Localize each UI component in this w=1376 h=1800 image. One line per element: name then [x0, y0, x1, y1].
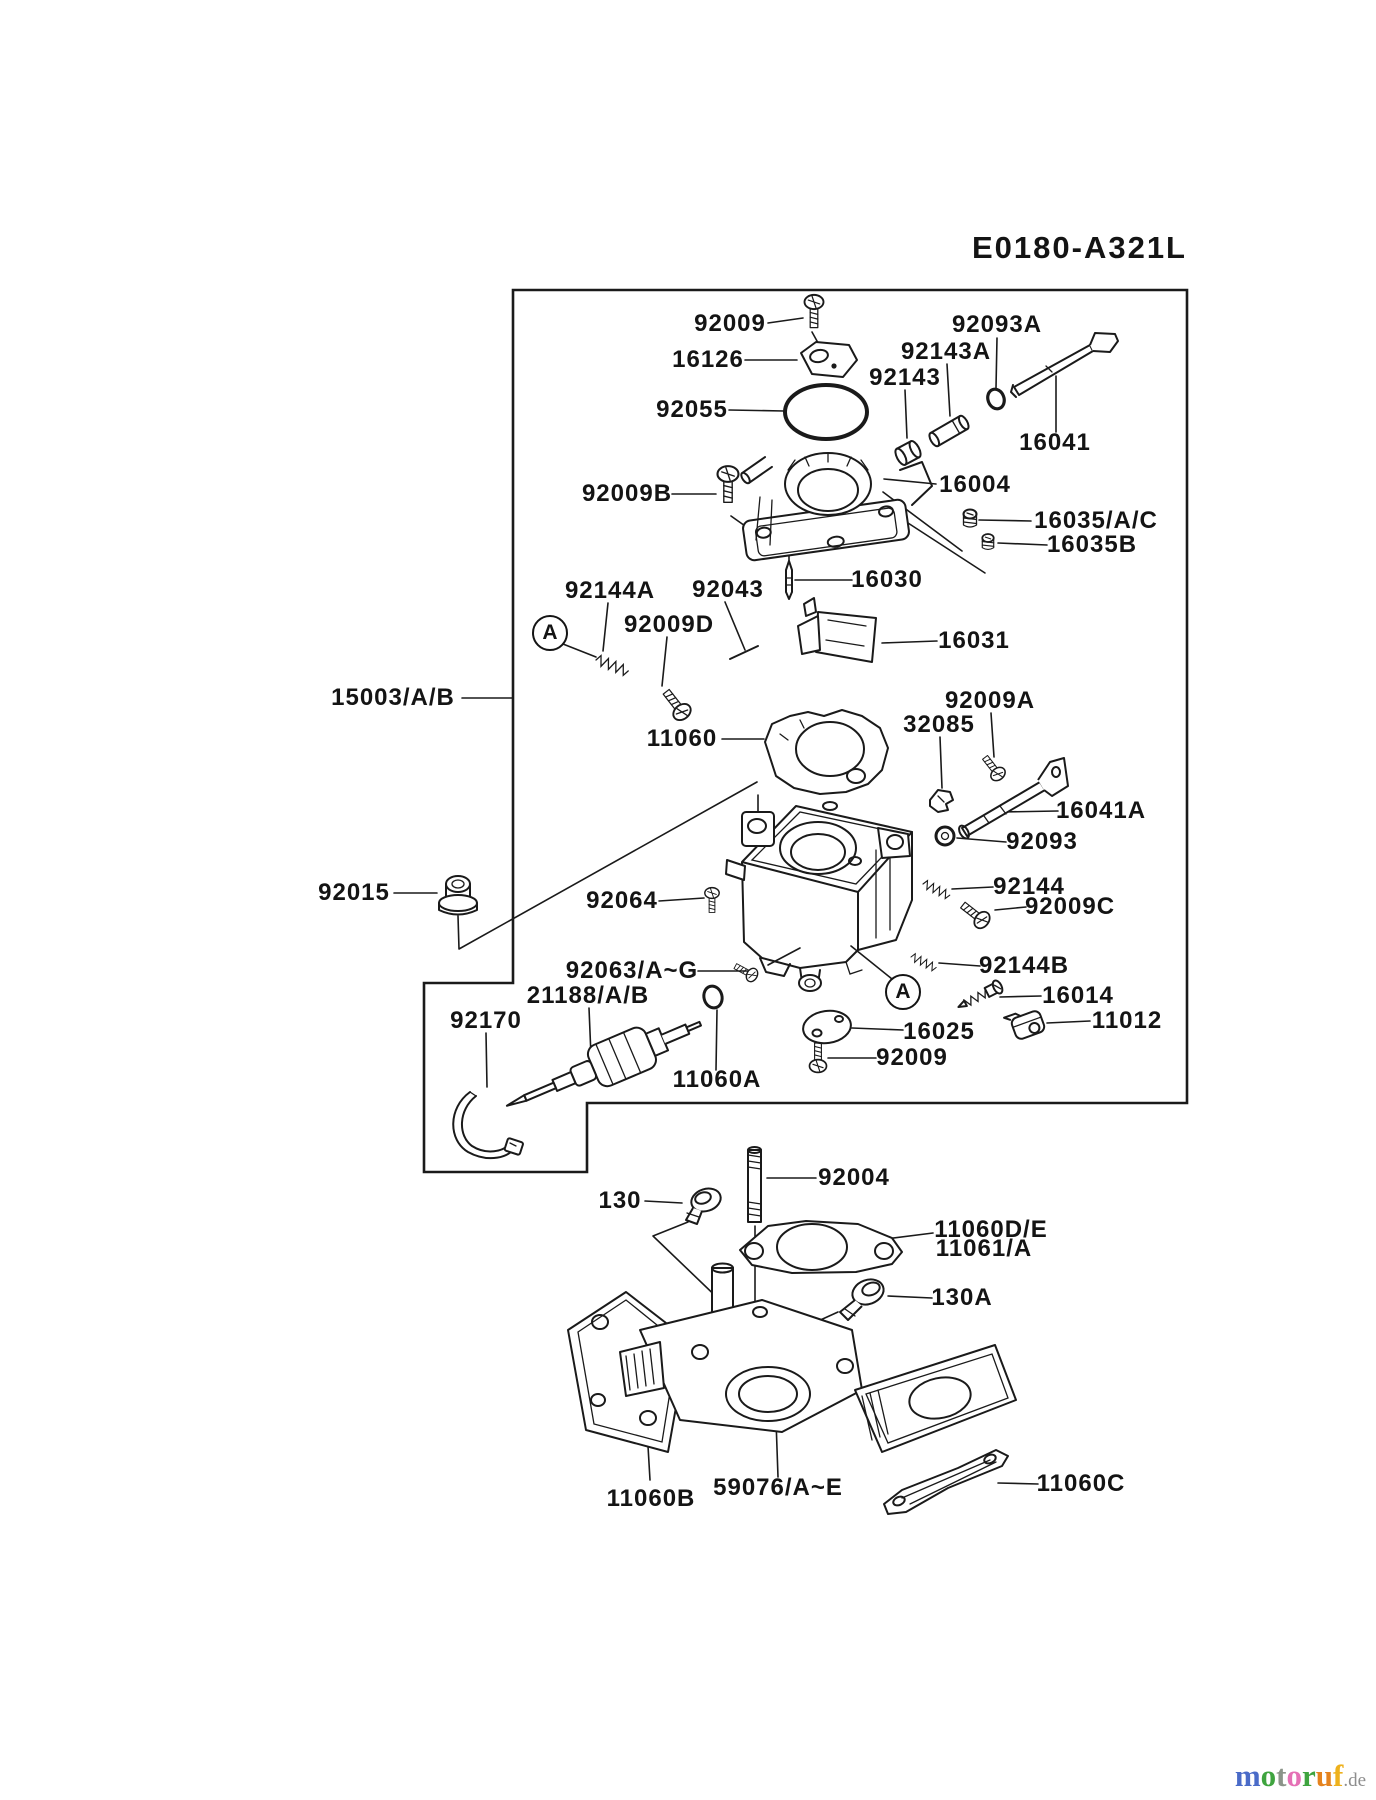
part-label-11060B: 11060B: [606, 1485, 696, 1512]
set-screw-16035AC: [962, 508, 978, 528]
part-label-11060: 11060: [646, 725, 718, 752]
plate-16126: [800, 341, 858, 378]
needle-92043: [729, 645, 759, 660]
throttle-shaft-16041A: [958, 757, 1069, 840]
seal-92093: [934, 825, 956, 847]
motoruf-logo-suffix: .de: [1343, 1770, 1366, 1791]
part-label-92009-bot: 92009: [876, 1044, 948, 1071]
part-label-15003AB: 15003/A/B: [331, 684, 455, 711]
screw-icon-92009C: [956, 897, 994, 933]
part-label-21188AB: 21188/A/B: [526, 982, 650, 1009]
cable-tie-92170: [452, 1091, 524, 1160]
pin-92143A: [928, 414, 970, 448]
part-label-32085: 32085: [903, 711, 975, 738]
part-label-16041: 16041: [1019, 429, 1091, 456]
screw-icon-92064: [704, 886, 720, 914]
part-label-16035AC: 16035/A/C: [1034, 507, 1158, 534]
part-label-16025: 16025: [903, 1018, 975, 1045]
spring-92144B: [909, 952, 939, 973]
part-label-16014: 16014: [1042, 982, 1114, 1009]
needle-16030: [785, 560, 793, 600]
motoruf-logo-letters: motoruf: [1234, 1758, 1344, 1793]
o-ring-92093A: [986, 387, 1006, 411]
clamp-32085: [929, 789, 954, 813]
float-chamber-16031: [797, 597, 877, 663]
screw-icon-92009B: [716, 465, 740, 504]
part-label-16041A: 16041A: [1055, 797, 1147, 824]
part-label-92009B: 92009B: [581, 480, 673, 507]
flange-nut-92015: [438, 875, 478, 916]
part-label-92009A: 92009A: [944, 687, 1036, 714]
part-label-16031: 16031: [938, 627, 1010, 654]
part-label-92144: 92144: [993, 873, 1065, 900]
pilot-screw-16014: [957, 979, 1004, 1008]
part-label-11060DE: 11060D/E: [934, 1216, 1048, 1243]
part-label-92009-top: 92009: [694, 310, 766, 337]
part-label-92144B: 92144B: [978, 952, 1070, 979]
set-screw-16035B: [981, 533, 995, 551]
o-ring-11060A: [702, 984, 724, 1010]
stud-92004: [747, 1146, 762, 1223]
spring-92144: [920, 878, 952, 901]
diagram-code: E0180-A321L: [971, 230, 1187, 265]
part-label-130A: 130A: [931, 1284, 993, 1311]
gasket-11060: [764, 709, 889, 795]
bolt-130: [685, 1187, 722, 1225]
callout-marker-1: A: [532, 615, 568, 651]
bushing-92143: [894, 440, 922, 466]
part-label-92004: 92004: [818, 1164, 890, 1191]
part-label-11060C: 11060C: [1036, 1470, 1126, 1497]
gasket-11060C: [883, 1449, 1009, 1515]
bolt-130A: [839, 1278, 885, 1321]
part-label-16035B: 16035B: [1046, 531, 1138, 558]
part-label-92064: 92064: [586, 887, 658, 914]
part-label-92170: 92170: [450, 1007, 522, 1034]
cable-holder-11012: [1003, 1010, 1046, 1040]
throttle-body-16004: [740, 452, 933, 562]
screw-icon-92009-bottom: [808, 1042, 828, 1074]
part-label-11061A: 11061/A: [935, 1235, 1033, 1262]
motoruf-logo: motoruf.de: [1235, 1758, 1366, 1794]
screw-icon-92009-top: [803, 293, 825, 329]
carburetor-body: [725, 801, 913, 992]
part-label-92143: 92143: [869, 364, 941, 391]
choke-rod-16041: [1010, 332, 1119, 398]
screw-icon-92009D: [657, 684, 695, 725]
o-ring-92055: [783, 383, 869, 441]
callout-marker-2: A: [885, 974, 921, 1010]
part-label-92063AG: 92063/A~G: [565, 957, 699, 984]
part-label-92093A: 92093A: [951, 311, 1043, 338]
part-label-11060A: 11060A: [672, 1066, 762, 1093]
part-label-11012: 11012: [1091, 1007, 1163, 1034]
enclosure-border: [422, 288, 1189, 1174]
part-label-16030: 16030: [851, 566, 923, 593]
spring-92144A: [593, 653, 631, 678]
bowl-plate-16025: [802, 1009, 852, 1045]
gasket-11060DE: [739, 1220, 903, 1274]
part-label-92009C: 92009C: [1024, 893, 1116, 920]
part-label-92143A: 92143A: [900, 338, 992, 365]
intake-manifold-59076: [567, 1262, 1017, 1453]
part-label-59076AE: 59076/A~E: [713, 1474, 843, 1501]
part-label-92043: 92043: [692, 576, 764, 603]
part-label-16126: 16126: [672, 346, 744, 373]
part-label-92093: 92093: [1006, 828, 1078, 855]
part-label-130: 130: [598, 1187, 642, 1214]
part-label-92009D: 92009D: [623, 611, 715, 638]
part-label-92055: 92055: [656, 396, 728, 423]
part-label-16004: 16004: [939, 471, 1011, 498]
part-label-92015: 92015: [318, 879, 390, 906]
part-label-92144A: 92144A: [564, 577, 656, 604]
fuel-solenoid-21188: [505, 1020, 702, 1107]
